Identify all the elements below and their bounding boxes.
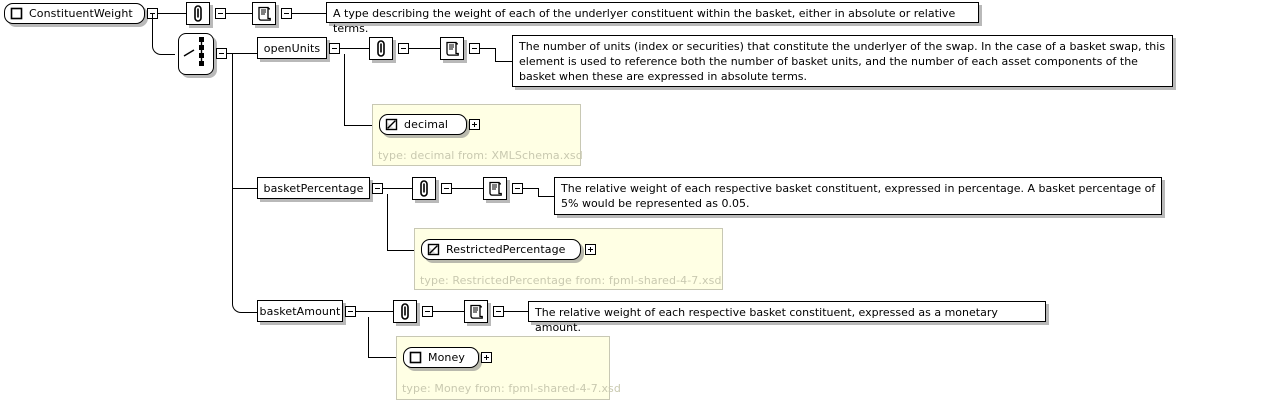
connector-compositor-out — [227, 53, 232, 54]
basketamount-type-panel — [396, 336, 610, 400]
connector-basketamount-annotation-to-doc — [433, 311, 464, 312]
connector-openunits-type-in — [344, 125, 373, 126]
openunits-documentation-text: The number of units (index or securities… — [512, 35, 1173, 87]
basketpercentage-documentation-icon[interactable] — [483, 177, 507, 200]
scroll-icon — [469, 304, 483, 319]
element-basketamount-expander[interactable] — [345, 306, 356, 317]
element-basketpercentage[interactable]: basketPercentage — [257, 177, 370, 199]
openunits-documentation-expander[interactable] — [469, 43, 480, 54]
connector-openunits-doc-in — [495, 61, 512, 62]
element-openunits-label: openUnits — [263, 41, 321, 55]
root-documentation-icon[interactable] — [252, 2, 276, 25]
connector-openunits-to-annotation — [340, 48, 369, 49]
basketpercentage-documentation-text: The relative weight of each respective b… — [554, 177, 1162, 215]
connector-basketamount-to-annotation — [356, 311, 393, 312]
openunits-annotation-expander[interactable] — [398, 43, 409, 54]
type-node-decimal-label: decimal — [404, 118, 449, 131]
basketamount-type-caption: type: Money from: fpml-shared-4-7.xsd — [402, 382, 621, 395]
type-node-money-expander[interactable] — [481, 352, 492, 363]
type-node-restrictedpercentage-expander[interactable] — [585, 244, 596, 255]
connector-basketpercentage-annotation-to-doc — [452, 188, 483, 189]
connector-basketpercentage-to-annotation — [383, 188, 412, 189]
connector-trunk-vertical — [232, 53, 233, 303]
type-node-decimal-expander[interactable] — [469, 119, 480, 130]
openunits-annotation-icon[interactable] — [369, 37, 393, 60]
basketamount-annotation-expander[interactable] — [422, 306, 433, 317]
basketamount-documentation-expander[interactable] — [493, 306, 504, 317]
complex-type-square-icon — [409, 351, 422, 364]
basketpercentage-documentation-expander[interactable] — [512, 183, 523, 194]
element-basketamount[interactable]: basketAmount — [257, 300, 343, 322]
connector-basketpercentage-to-type — [387, 194, 388, 250]
connector-annotation-to-doc — [226, 13, 252, 14]
openunits-type-caption: type: decimal from: XMLSchema.xsd — [378, 149, 583, 162]
root-documentation-text: A type describing the weight of each of … — [326, 2, 979, 35]
simple-type-pencil-icon — [385, 118, 398, 131]
connector-basketpercentage-doc-stub — [523, 188, 538, 189]
scroll-icon — [257, 6, 271, 21]
connector-root-to-annotation — [158, 13, 186, 14]
basketamount-annotation-icon[interactable] — [393, 300, 417, 323]
connector-openunits-to-type — [344, 54, 345, 125]
element-basketamount-label: basketAmount — [259, 304, 341, 318]
root-type-label: ConstituentWeight — [29, 7, 133, 20]
basketamount-documentation-icon[interactable] — [464, 300, 488, 323]
openunits-documentation-icon[interactable] — [440, 37, 464, 60]
connector-doc-to-docbox — [292, 13, 326, 14]
simple-type-pencil-icon — [427, 243, 440, 256]
root-type-node[interactable]: ConstituentWeight — [4, 3, 145, 24]
choice-compositor-node[interactable] — [178, 33, 214, 75]
element-openunits-expander[interactable] — [329, 43, 340, 54]
type-node-money[interactable]: Money — [403, 347, 479, 368]
root-annotation-expander[interactable] — [215, 8, 226, 19]
element-basketpercentage-expander[interactable] — [372, 183, 383, 194]
connector-basketamount-type-in — [368, 357, 396, 358]
choice-compositor-icon — [183, 37, 204, 66]
root-annotation-icon[interactable] — [186, 2, 210, 25]
connector-openunits-doc-stub — [480, 48, 495, 49]
basketpercentage-type-caption: type: RestrictedPercentage from: fpml-sh… — [420, 274, 722, 287]
connector-basketpercentage-doc-in — [538, 196, 554, 197]
type-node-restrictedpercentage[interactable]: RestrictedPercentage — [421, 239, 581, 260]
element-openunits[interactable]: openUnits — [257, 37, 327, 59]
compositor-expander-toggle[interactable] — [216, 48, 227, 59]
connector-trunk-to-basketamount — [232, 295, 258, 313]
connector-basketpercentage-doc-drop — [538, 188, 539, 196]
type-node-money-label: Money — [428, 351, 465, 364]
paperclip-icon — [194, 5, 202, 22]
type-node-restrictedpercentage-label: RestrictedPercentage — [446, 243, 566, 256]
basketpercentage-annotation-icon[interactable] — [412, 177, 436, 200]
connector-openunits-annotation-to-doc — [409, 48, 440, 49]
scroll-icon — [445, 41, 459, 56]
paperclip-icon — [377, 40, 385, 57]
connector-trunk-to-openunits — [232, 53, 257, 54]
scroll-icon — [488, 181, 502, 196]
connector-root-to-compositor — [152, 14, 175, 55]
basketamount-documentation-text: The relative weight of each respective b… — [528, 301, 1046, 334]
complex-type-square-icon — [10, 7, 23, 20]
basketpercentage-annotation-expander[interactable] — [441, 183, 452, 194]
type-node-decimal[interactable]: decimal — [379, 114, 467, 135]
paperclip-icon — [401, 303, 409, 320]
connector-basketamount-to-type — [368, 317, 369, 357]
element-basketpercentage-label: basketPercentage — [263, 181, 364, 195]
connector-openunits-doc-drop — [495, 48, 496, 61]
connector-trunk-to-basketpercentage — [232, 188, 257, 189]
connector-basketamount-doc-in — [504, 311, 528, 312]
root-documentation-expander[interactable] — [281, 8, 292, 19]
connector-basketpercentage-type-in — [387, 250, 415, 251]
paperclip-icon — [420, 180, 428, 197]
